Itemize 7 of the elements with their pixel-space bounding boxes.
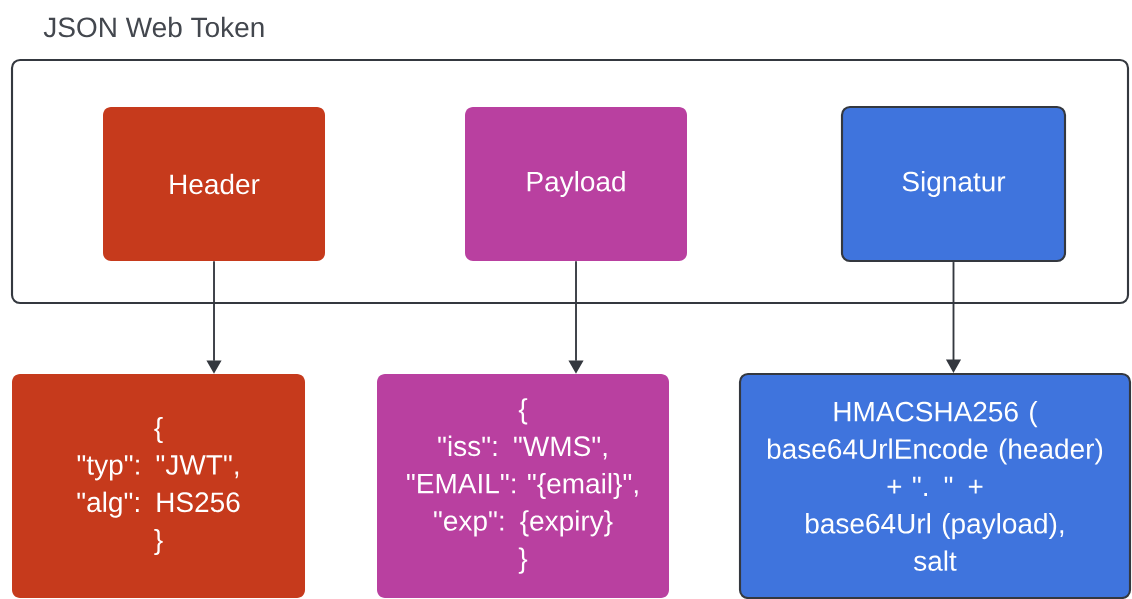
- heading: JSON Web Token: [43, 16, 264, 38]
- process-box: Payload: [465, 107, 687, 261]
- process-box: Header: [103, 107, 325, 261]
- content-box: HMACSHA256 ( base64UrlEncode (header) + ". " + base64Url (payload), salt: [738, 372, 1132, 599]
- content-box: { "typ": "JWT", "alg": HS256 }: [12, 374, 305, 598]
- process-box: Signatur: [840, 105, 1067, 263]
- content-box: { "iss": "WMS", "EMAIL": "{email}", "exp": {expiry} }: [377, 374, 669, 598]
